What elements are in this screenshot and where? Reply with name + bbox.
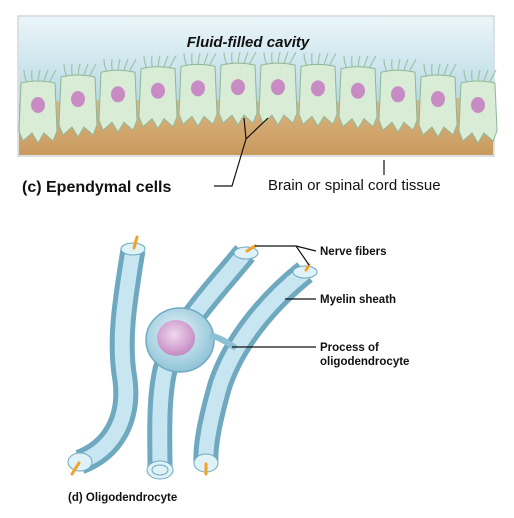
- sheath-end-right-top: [292, 265, 318, 279]
- ependymal-cell-layer: [18, 62, 498, 144]
- nerve-fiber-axons: [70, 235, 311, 476]
- ependymal-cell-nucleus: [311, 80, 325, 97]
- myelin-sheath-right-highlight: [198, 266, 310, 463]
- axon-center-top: [245, 244, 257, 253]
- ependymal-cell-nucleus: [271, 79, 285, 96]
- oligodendrocyte-caption: (d) Oligodendrocyte: [68, 492, 177, 504]
- ependymal-cell-nucleus: [431, 91, 445, 108]
- axon-left-top: [132, 235, 139, 250]
- ependymal-cell-nucleus: [151, 82, 165, 99]
- ependymal-cell-nucleus: [71, 91, 85, 108]
- ependymal-cell-nucleus: [391, 86, 405, 103]
- oligodendrocyte-panel: [67, 235, 318, 480]
- myelin-sheath-label: Myelin sheath: [320, 294, 396, 306]
- myelin-sheath-left-highlight: [77, 248, 141, 470]
- sheath-end-center-top: [233, 246, 259, 260]
- ependymal-cell-nucleus: [231, 79, 245, 96]
- axon-right-top: [304, 263, 311, 272]
- ependymal-leader-line: [214, 117, 269, 187]
- process-label-line1: Process of: [320, 342, 379, 354]
- ependymal-cell-nucleus: [471, 97, 485, 113]
- ependymal-cell-nucleus: [31, 97, 45, 113]
- nerve-fibers-leader: [255, 245, 317, 266]
- axon-left-bottom: [70, 461, 81, 476]
- ependymal-panel: Fluid-filled cavity: [17, 15, 498, 187]
- tissue-label: Brain or spinal cord tissue: [268, 177, 441, 194]
- ependymal-cell-nucleus: [351, 82, 365, 99]
- ependymal-cell-nucleus: [111, 86, 125, 103]
- process-label-line2: oligodendrocyte: [320, 356, 409, 368]
- sheath-end-center-bottom: [146, 460, 174, 480]
- nerve-fibers-label: Nerve fibers: [320, 246, 386, 258]
- ependymal-caption: (c) Ependymal cells: [22, 179, 171, 196]
- ependymal-cell-nucleus: [191, 80, 205, 97]
- oligodendrocyte-nucleus: [157, 320, 195, 356]
- cavity-label: Fluid-filled cavity: [187, 34, 310, 51]
- sheath-end-center-rings: [151, 464, 169, 476]
